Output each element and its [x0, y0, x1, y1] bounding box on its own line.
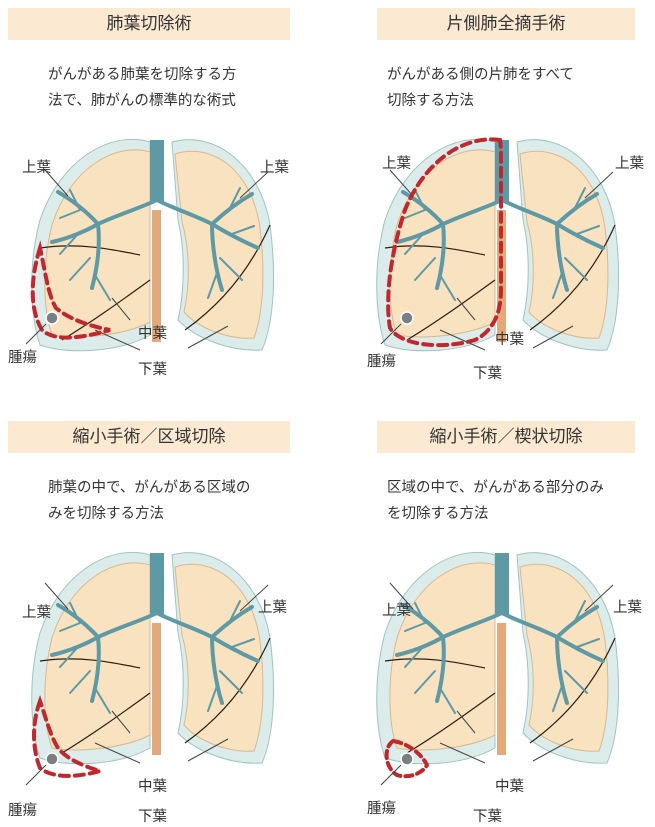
- label-upper-lobe-left: 上葉: [382, 152, 411, 173]
- label-tumor: 腫瘍: [8, 346, 37, 367]
- tumor-marker: [401, 312, 413, 324]
- wedge-resection-panel: 縮小手術／楔状切除 区域の中で、がんがある部分のみ を切除する方法 上葉 上葉 …: [345, 413, 655, 826]
- lung-diagram: [0, 543, 330, 793]
- label-upper-lobe-right: 上葉: [260, 156, 289, 177]
- esophagus: [152, 623, 161, 755]
- label-upper-lobe-left: 上葉: [22, 156, 51, 177]
- tumor-leader: [26, 765, 46, 785]
- label-tumor: 腫瘍: [367, 797, 396, 818]
- label-lower-lobe: 下葉: [138, 358, 167, 379]
- label-upper-lobe-right: 上葉: [613, 596, 642, 617]
- tumor-marker: [401, 753, 413, 765]
- label-middle-lobe: 中葉: [495, 328, 524, 349]
- trachea: [150, 140, 164, 202]
- segmentectomy-panel: 縮小手術／区域切除 肺葉の中で、がんがある区域の みを切除する方法 上葉 上葉 …: [0, 413, 330, 826]
- pneumonectomy-panel: 片側肺全摘手術 がんがある側の片肺をすべて 切除する方法 上葉 上葉 中葉 下葉…: [345, 0, 655, 413]
- label-lower-lobe: 下葉: [138, 805, 167, 826]
- panel-title: 縮小手術／楔状切除: [377, 421, 635, 453]
- panel-description: 区域の中で、がんがある部分のみ を切除する方法: [387, 475, 655, 527]
- panel-description: がんがある肺葉を切除する方 法で、肺がんの標準的な術式: [48, 62, 288, 114]
- panel-description: がんがある側の片肺をすべて 切除する方法: [387, 62, 655, 114]
- lung-diagram: [345, 543, 655, 793]
- panel-title: 片側肺全摘手術: [377, 8, 635, 40]
- trachea: [150, 553, 164, 615]
- label-tumor: 腫瘍: [8, 799, 37, 820]
- trachea: [495, 553, 509, 615]
- label-tumor: 腫瘍: [367, 350, 396, 371]
- label-upper-lobe-left: 上葉: [22, 601, 51, 622]
- label-upper-lobe-left: 上葉: [382, 599, 411, 620]
- label-lower-lobe: 下葉: [473, 362, 502, 383]
- label-upper-lobe-right: 上葉: [615, 152, 644, 173]
- esophagus: [497, 623, 506, 755]
- panel-description: 肺葉の中で、がんがある区域の みを切除する方法: [48, 475, 288, 527]
- panel-title: 肺葉切除術: [8, 8, 290, 40]
- tumor-marker: [46, 753, 58, 765]
- panel-title: 縮小手術／区域切除: [8, 421, 290, 453]
- label-upper-lobe-right: 上葉: [258, 596, 287, 617]
- label-lower-lobe: 下葉: [473, 805, 502, 826]
- label-middle-lobe: 中葉: [138, 775, 167, 796]
- label-middle-lobe: 中葉: [495, 775, 524, 796]
- lobectomy-panel: 肺葉切除術 がんがある肺葉を切除する方 法で、肺がんの標準的な術式 上葉 上葉 …: [0, 0, 330, 413]
- tumor-marker: [46, 312, 58, 324]
- label-middle-lobe: 中葉: [138, 322, 167, 343]
